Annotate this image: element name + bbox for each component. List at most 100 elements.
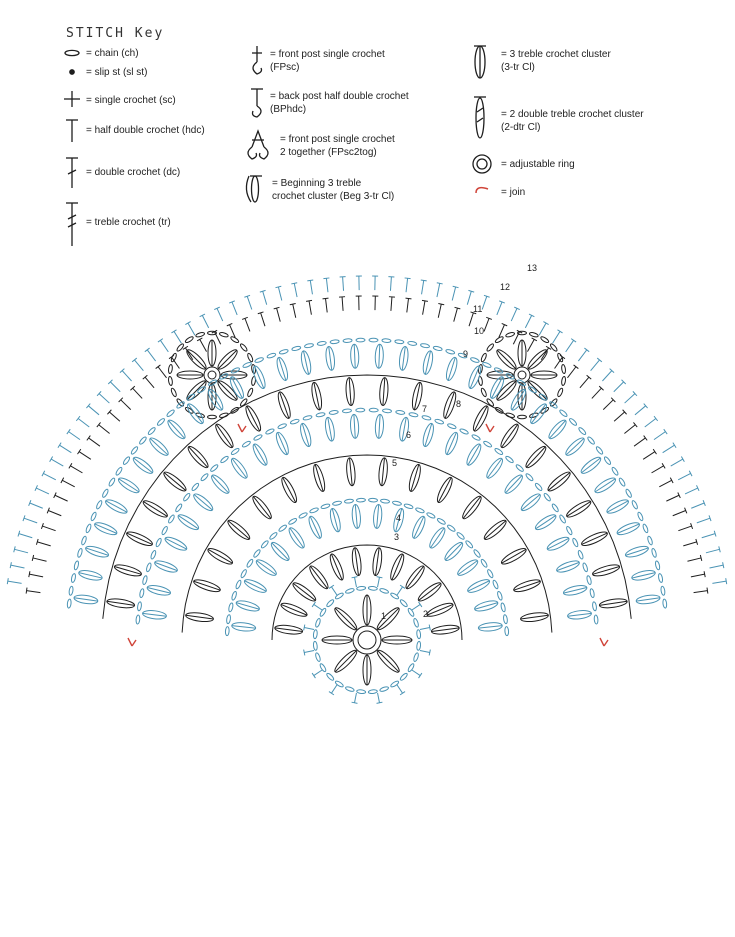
- key-label-treble-crochet: = treble crochet (tr): [86, 217, 171, 228]
- stitch-key-title: STITCH Key: [66, 26, 165, 41]
- flower-chain: [176, 343, 185, 352]
- ring-cluster: [430, 527, 445, 549]
- ring-post: [453, 307, 458, 322]
- round-label-9: 9: [463, 349, 468, 359]
- round2-chain: [379, 686, 389, 692]
- ring-cluster: [254, 365, 265, 389]
- ring-chain: [156, 418, 165, 426]
- round1-cluster: [377, 607, 400, 630]
- ring-cluster: [244, 580, 267, 592]
- ring-chain: [242, 362, 252, 368]
- ring-post: [201, 315, 210, 329]
- ring-chain: [253, 549, 261, 558]
- ring-post: [119, 368, 125, 374]
- ring-cluster: [328, 346, 333, 371]
- ring-cluster: [406, 565, 425, 589]
- ring-chain: [651, 548, 657, 558]
- ring-post: [652, 448, 657, 455]
- ring-chain: [368, 337, 379, 343]
- ring-chain: [662, 598, 668, 609]
- ring-chain: [589, 588, 595, 599]
- flower-chain: [239, 343, 248, 352]
- ring-post: [342, 276, 345, 291]
- ring-cluster: [313, 382, 321, 410]
- ring-post: [713, 530, 717, 537]
- ring-cluster: [424, 350, 432, 375]
- ring-post: [621, 379, 627, 385]
- ring-cluster: [636, 597, 661, 602]
- ring-post: [653, 415, 659, 422]
- ring-chain: [603, 456, 612, 465]
- ring-post: [107, 409, 112, 415]
- round2-sc: [303, 624, 306, 631]
- ring-post: [322, 297, 329, 300]
- center-ring: [357, 630, 377, 650]
- ring-post: [452, 285, 459, 289]
- round2-chain: [319, 607, 327, 617]
- ring-post: [498, 324, 505, 338]
- ring-chain: [434, 418, 445, 425]
- ring-cluster: [395, 508, 403, 532]
- ring-cluster: [253, 443, 267, 466]
- ring-cluster: [253, 496, 272, 519]
- ring-chain: [130, 446, 139, 455]
- ring-post: [134, 359, 144, 372]
- ring-chain: [382, 408, 393, 414]
- flower-chain: [170, 352, 177, 363]
- ring-post: [185, 321, 191, 325]
- ring-cluster: [277, 432, 288, 455]
- ring-cluster: [491, 376, 504, 399]
- ring-chain: [142, 575, 148, 585]
- ring-post: [289, 302, 296, 306]
- ring-cluster: [567, 612, 592, 617]
- ring-post: [10, 564, 25, 569]
- round2-sc: [428, 649, 431, 656]
- ring-chain: [329, 339, 340, 345]
- round2-sc: [354, 692, 357, 703]
- ring-post: [501, 322, 508, 327]
- ring-post: [121, 370, 132, 382]
- ring-post: [276, 307, 281, 322]
- ring-post: [596, 357, 603, 363]
- ring-post: [273, 306, 280, 310]
- slip-stitch-icon: [69, 69, 75, 75]
- ring-post: [404, 277, 411, 280]
- round2-chain: [356, 689, 367, 695]
- round2-sc: [328, 691, 335, 696]
- ring-chain: [241, 440, 251, 448]
- ring-post: [341, 296, 344, 311]
- ring-post: [624, 424, 636, 434]
- ring-post: [146, 349, 157, 362]
- flower-chain: [549, 343, 558, 352]
- ring-post: [62, 479, 75, 488]
- ring-chain: [183, 492, 191, 502]
- ring-chain: [328, 410, 339, 415]
- ring-cluster: [301, 423, 310, 447]
- join-marker: [485, 423, 495, 433]
- ring-chain: [503, 614, 508, 625]
- ring-post: [570, 338, 577, 343]
- ring-chain: [457, 352, 468, 359]
- ring-post: [144, 347, 150, 353]
- ring-chain: [611, 466, 619, 476]
- ring-post: [86, 403, 91, 409]
- ring-cluster: [309, 516, 321, 539]
- ring-chain: [278, 524, 287, 532]
- ring-chain: [381, 338, 392, 343]
- ring-post: [26, 590, 41, 594]
- round2-sc: [399, 584, 406, 589]
- ring-chain: [421, 415, 432, 421]
- key-label-fpsc2tog: = front post single crochet 2 together (…: [280, 134, 395, 158]
- ring-chain: [445, 349, 456, 355]
- flower-cluster: [496, 381, 516, 401]
- ring-post: [528, 313, 535, 318]
- ring-post: [565, 340, 575, 353]
- ring-cluster: [599, 600, 628, 606]
- ring-chain: [394, 339, 405, 345]
- round2-sc: [311, 601, 316, 608]
- flower-chain: [494, 406, 504, 414]
- flower-chain: [195, 332, 206, 338]
- round2-chain: [399, 599, 408, 608]
- ring-chain: [81, 535, 87, 546]
- ring-post: [680, 456, 685, 462]
